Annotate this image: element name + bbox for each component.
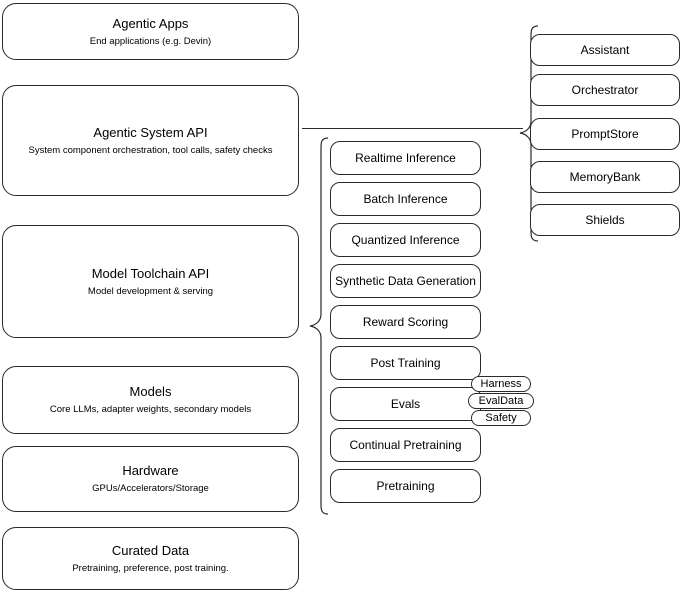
- component-label: MemoryBank: [569, 170, 641, 184]
- agentic-component-promptstore[interactable]: PromptStore: [530, 118, 680, 150]
- layer-subtitle: GPUs/Accelerators/Storage: [92, 483, 209, 494]
- capability-label: Synthetic Data Generation: [335, 274, 476, 288]
- layer-title: Models: [129, 384, 172, 399]
- evals-subitem-harness[interactable]: Harness: [471, 376, 531, 392]
- layer-title: Curated Data: [111, 542, 190, 558]
- brace-agentic-components: [519, 25, 539, 242]
- capability-batch-inference[interactable]: Batch Inference: [330, 182, 481, 216]
- connector-agentic-system-to-components: [302, 128, 523, 129]
- layer-agentic-system-api[interactable]: Agentic System API System component orch…: [2, 85, 299, 196]
- layer-curated-data[interactable]: Curated Data Pretraining, preference, po…: [2, 527, 299, 590]
- capability-continual-pretraining[interactable]: Continual Pretraining: [330, 428, 481, 462]
- agentic-component-assistant[interactable]: Assistant: [530, 34, 680, 66]
- layer-title: Hardware: [122, 463, 179, 478]
- layer-title: Model Toolchain API: [91, 265, 210, 281]
- layer-subtitle: Model development & serving: [87, 285, 214, 297]
- evals-subitem-evaldata[interactable]: EvalData: [468, 393, 534, 409]
- capability-label: Post Training: [370, 356, 441, 370]
- layer-hardware[interactable]: Hardware GPUs/Accelerators/Storage: [2, 446, 299, 512]
- capability-label: Evals: [390, 397, 421, 411]
- agentic-component-shields[interactable]: Shields: [530, 204, 680, 236]
- capability-realtime-inference[interactable]: Realtime Inference: [330, 141, 481, 175]
- agentic-component-memorybank[interactable]: MemoryBank: [530, 161, 680, 193]
- capability-label: Pretraining: [376, 479, 435, 493]
- evals-subitem-safety[interactable]: Safety: [471, 410, 531, 426]
- component-label: Orchestrator: [571, 83, 639, 97]
- capability-pretraining[interactable]: Pretraining: [330, 469, 481, 503]
- layer-title: Agentic System API: [93, 124, 208, 140]
- capability-label: Quantized Inference: [351, 233, 460, 247]
- layer-subtitle: End applications (e.g. Devin): [89, 35, 212, 47]
- layer-models[interactable]: Models Core LLMs, adapter weights, secon…: [2, 366, 299, 434]
- component-label: Shields: [585, 213, 625, 227]
- component-label: PromptStore: [571, 127, 639, 141]
- capability-synthetic-data-generation[interactable]: Synthetic Data Generation: [330, 264, 481, 298]
- component-label: Assistant: [580, 43, 630, 57]
- layer-subtitle: Pretraining, preference, post training.: [72, 562, 229, 574]
- layer-title: Agentic Apps: [112, 15, 189, 31]
- brace-toolchain: [309, 137, 329, 515]
- capability-label: Batch Inference: [363, 192, 448, 206]
- layer-model-toolchain-api[interactable]: Model Toolchain API Model development & …: [2, 225, 299, 338]
- layer-subtitle: System component orchestration, tool cal…: [28, 144, 273, 156]
- layer-agentic-apps[interactable]: Agentic Apps End applications (e.g. Devi…: [2, 3, 299, 60]
- capability-post-training[interactable]: Post Training: [330, 346, 481, 380]
- capability-evals[interactable]: Evals: [330, 387, 481, 421]
- capability-reward-scoring[interactable]: Reward Scoring: [330, 305, 481, 339]
- capability-quantized-inference[interactable]: Quantized Inference: [330, 223, 481, 257]
- agentic-component-orchestrator[interactable]: Orchestrator: [530, 74, 680, 106]
- layer-subtitle: Core LLMs, adapter weights, secondary mo…: [49, 404, 252, 415]
- capability-label: Realtime Inference: [355, 151, 456, 165]
- capability-label: Reward Scoring: [362, 315, 449, 329]
- capability-label: Continual Pretraining: [349, 438, 462, 452]
